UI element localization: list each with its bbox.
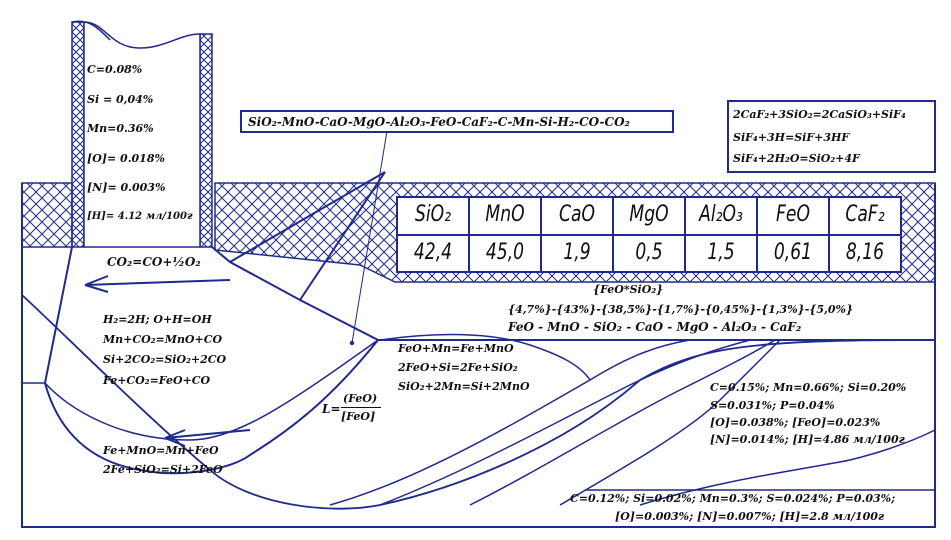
partition-denominator: [FeO] <box>341 410 376 423</box>
pool-contour-1 <box>21 294 936 510</box>
table-header-cell: CaF₂ <box>845 202 885 227</box>
feo-sio2-label: {FeO*SiO₂} <box>593 283 664 296</box>
electrode-manganese: Mn=0.36% <box>87 122 154 135</box>
arc-cavity <box>43 246 380 475</box>
table-header-cell: MnO <box>485 202 525 227</box>
metal-slag-reaction-2: 2FeO+Si=2Fe+SiO₂ <box>398 361 518 374</box>
slag-percent-line: {4,7%}-{43%}-{38,5%}-{1,7%}-{0,45%}-{1,3… <box>508 303 854 316</box>
table-header-cell: MgO <box>629 202 669 227</box>
gas-reaction-2: Mn+CO₂=MnO+CO <box>103 333 223 346</box>
pool-contour-2 <box>329 339 691 506</box>
system-formula-box <box>240 110 674 133</box>
co2-reaction: CO₂=CO+½O₂ <box>107 255 201 269</box>
gas-reaction-4: Fe+CO₂=FeO+CO <box>103 374 211 387</box>
table-value-cell: 0,5 <box>635 240 663 265</box>
pool-contour-3 <box>379 339 751 506</box>
weld-metal-line-1: C=0.15%; Mn=0.66%; Si=0.20% <box>710 381 907 394</box>
table-header-cell: CaO <box>558 202 596 227</box>
metal-slag-reaction-1: FeO+Mn=Fe+MnO <box>398 342 514 355</box>
weld-metal-line-3: [O]=0.038%; [FeO]=0.023% <box>710 416 881 429</box>
fluoride-reaction-3: SiF₄+2H₂O=SiO₂+4F <box>733 152 860 165</box>
table-header-cell: SiO₂ <box>414 202 452 227</box>
weld-metal-line-4: [N]=0.014%; [H]=4.86 мл/100г <box>710 433 905 446</box>
pool-contour-4 <box>469 339 776 506</box>
partition-numerator: (FeO) <box>343 392 378 405</box>
electrode-coating-right <box>199 33 213 248</box>
table-value-cell: 1,5 <box>707 240 735 265</box>
table-header-cell: Al₂O₃ <box>699 202 743 227</box>
table-value-cell: 1,9 <box>563 240 591 265</box>
electrode-silicon: Si = 0,04% <box>87 93 154 106</box>
fluoride-reaction-2: SiF₄+3H=SiF+3HF <box>733 131 850 144</box>
co2-arrow <box>84 275 231 293</box>
pool-reaction-1: Fe+MnO=Mn+FeO <box>103 444 219 457</box>
metal-slag-reaction-3: SiO₂+2Mn=Si+2MnO <box>398 380 530 393</box>
table-header-cell: FeO <box>776 202 810 227</box>
pool-contour-6 <box>639 429 936 506</box>
partition-fraction-bar <box>341 407 381 408</box>
pool-contour-5 <box>559 339 781 506</box>
base-metal-line-2: [O]=0.003%; [N]=0.007%; [H]=2.8 мл/100г <box>615 510 885 523</box>
electrode-oxygen: [O]= 0.018% <box>87 152 165 165</box>
table-value-cell: 8,16 <box>845 240 885 265</box>
gas-reaction-3: Si+2CO₂=SiO₂+2CO <box>103 353 227 366</box>
fluoride-reaction-1: 2CaF₂+3SiO₂=2CaSiO₃+SiF₄ <box>733 108 906 121</box>
gas-reaction-1: H₂=2H; O+H=OH <box>103 313 212 326</box>
workpiece-frame <box>21 183 936 528</box>
table-value-cell: 0,61 <box>773 240 813 265</box>
weld-metal-line-2: S=0.031%; P=0.04% <box>710 399 835 412</box>
electrode-core <box>83 21 201 248</box>
slag-oxide-line: FeO - MnO - SiO₂ - CaO - MgO - Al₂O₃ - C… <box>508 320 802 334</box>
electrode-hydrogen: [H]= 4.12 мл/100г <box>87 211 193 222</box>
pool-reaction-2: 2Fe+SiO₂=Si+2FeO <box>103 463 223 476</box>
base-metal-hatch-left <box>21 182 73 248</box>
base-metal-line-1: C=0.12%; Si=0.02%; Mn=0.3%; S=0.024%; P=… <box>570 492 896 505</box>
electrode-coating-left <box>71 21 85 248</box>
system-formula: SiO₂-MnO-CaO-MgO-Al₂O₃-FeO-CaF₂-C-Mn-Si-… <box>248 115 630 129</box>
table-value-cell: 42,4 <box>413 240 453 265</box>
fluoride-reactions-box <box>727 100 936 173</box>
electrode-nitrogen: [N]= 0.003% <box>87 181 166 194</box>
partition-lhs: L= <box>322 402 341 416</box>
table-value-cell: 45,0 <box>485 240 525 265</box>
electrode-carbon: C=0.08% <box>87 63 143 76</box>
